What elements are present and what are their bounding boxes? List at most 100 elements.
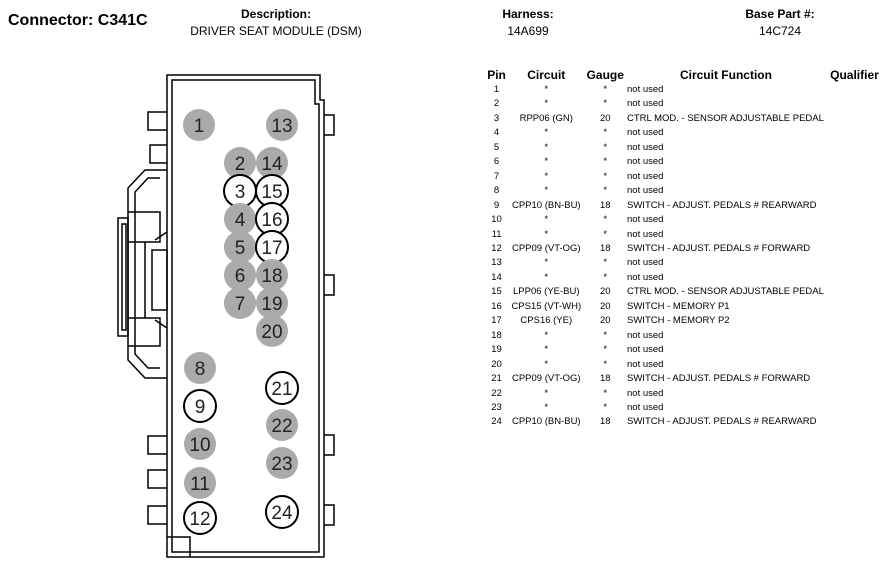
header-qualifier: Qualifier — [830, 68, 879, 82]
pin-label: 7 — [235, 294, 246, 315]
cell-circuit: CPP09 (VT-OG) — [511, 373, 581, 385]
cell-qualifier — [825, 228, 884, 242]
cell-pin: 5 — [493, 141, 500, 153]
cell-qualifier — [825, 314, 884, 328]
table-row: 14**not used — [486, 271, 884, 285]
cell-qualifier — [825, 170, 884, 184]
cell-gauge: * — [603, 401, 608, 413]
cell-function: not used — [627, 170, 664, 182]
pin-19: 19 — [256, 287, 288, 319]
cell-circuit: * — [544, 257, 549, 269]
pin-circle — [256, 287, 288, 319]
cell-pin: 1 — [493, 84, 500, 95]
pin-label: 9 — [195, 397, 206, 418]
pin-7: 7 — [224, 287, 256, 319]
cell-pin: 4 — [493, 127, 500, 139]
pin-label: 24 — [271, 503, 293, 524]
cell-circuit: * — [544, 344, 549, 356]
cell-circuit: * — [544, 214, 549, 226]
base-part-label: Base Part #: — [745, 7, 815, 21]
cell-function: not used — [627, 185, 664, 197]
cell-circuit: * — [544, 271, 549, 283]
cell-pin: 18 — [491, 329, 502, 341]
cell-function: not used — [627, 329, 664, 341]
cell-qualifier — [825, 199, 884, 213]
cell-qualifier — [825, 242, 884, 256]
cell-pin: 19 — [491, 344, 502, 356]
pin-circle — [183, 501, 217, 535]
pin-circle — [265, 371, 299, 405]
harness-label: Harness: — [502, 7, 554, 21]
cell-qualifier — [825, 97, 884, 111]
cell-gauge: 18 — [599, 373, 611, 385]
table-row: 7**not used — [486, 170, 884, 184]
cell-pin: 9 — [493, 199, 500, 211]
pin-label: 3 — [235, 182, 246, 203]
cell-circuit: * — [544, 401, 549, 413]
cell-circuit: CPS15 (VT-WH) — [511, 300, 582, 312]
pin-label: 5 — [235, 238, 246, 259]
description-label: Description: — [240, 7, 311, 21]
cell-circuit: * — [544, 170, 549, 182]
pin-circle — [256, 147, 288, 179]
table-row: 8**not used — [486, 184, 884, 198]
cell-circuit: * — [544, 98, 549, 110]
cell-circuit: * — [544, 387, 549, 399]
pin-4: 4 — [224, 203, 256, 235]
cell-gauge: * — [603, 228, 608, 240]
cell-qualifier — [825, 256, 884, 270]
cell-gauge: * — [603, 127, 608, 139]
pin-label: 2 — [235, 154, 246, 175]
pin-12: 12 — [183, 501, 217, 535]
pin-circle — [224, 259, 256, 291]
cell-circuit: CPS16 (YE) — [520, 315, 573, 327]
cell-pin: 16 — [491, 300, 502, 312]
pin-label: 13 — [271, 116, 292, 137]
cell-qualifier — [825, 112, 884, 126]
cell-gauge: * — [603, 271, 608, 283]
cell-circuit: LPP06 (YE-BU) — [513, 286, 580, 298]
pin-5: 5 — [224, 231, 256, 263]
cell-qualifier — [825, 300, 884, 314]
table-row: 5**not used — [486, 141, 884, 155]
pin-16: 16 — [255, 202, 289, 236]
pin-circle — [183, 389, 217, 423]
cell-pin: 20 — [491, 358, 502, 370]
pin-circle — [184, 428, 216, 460]
cell-pin: 2 — [493, 98, 500, 110]
cell-qualifier — [825, 155, 884, 169]
table-row: 19**not used — [486, 343, 884, 357]
cell-gauge: 18 — [599, 199, 611, 211]
cell-circuit: RPP06 (GN) — [519, 112, 573, 124]
cell-gauge: * — [603, 98, 608, 110]
cell-pin: 7 — [493, 170, 500, 182]
cell-pin: 13 — [491, 257, 502, 269]
pin-circle — [184, 352, 216, 384]
pin-20: 20 — [256, 315, 288, 347]
pin-label: 4 — [235, 210, 246, 231]
cell-gauge: * — [603, 358, 608, 370]
cell-function: SWITCH - ADJUST. PEDALS # FORWARD — [627, 242, 811, 254]
cell-pin: 11 — [491, 228, 502, 240]
cell-gauge: * — [603, 344, 608, 356]
pin-label: 15 — [261, 182, 282, 203]
cell-pin: 15 — [491, 286, 502, 298]
table-row: 10**not used — [486, 213, 884, 227]
table-row: 23**not used — [486, 401, 884, 415]
cell-qualifier — [825, 184, 884, 198]
pin-circle — [183, 109, 215, 141]
cell-qualifier — [825, 358, 884, 372]
pin-circle — [224, 147, 256, 179]
cell-circuit: * — [544, 358, 549, 370]
cell-qualifier — [825, 285, 884, 299]
cell-gauge: * — [603, 84, 608, 95]
cell-pin: 24 — [491, 416, 502, 428]
pin-3: 3 — [223, 174, 257, 208]
pin-1: 1 — [183, 109, 215, 141]
cell-pin: 10 — [491, 214, 502, 226]
